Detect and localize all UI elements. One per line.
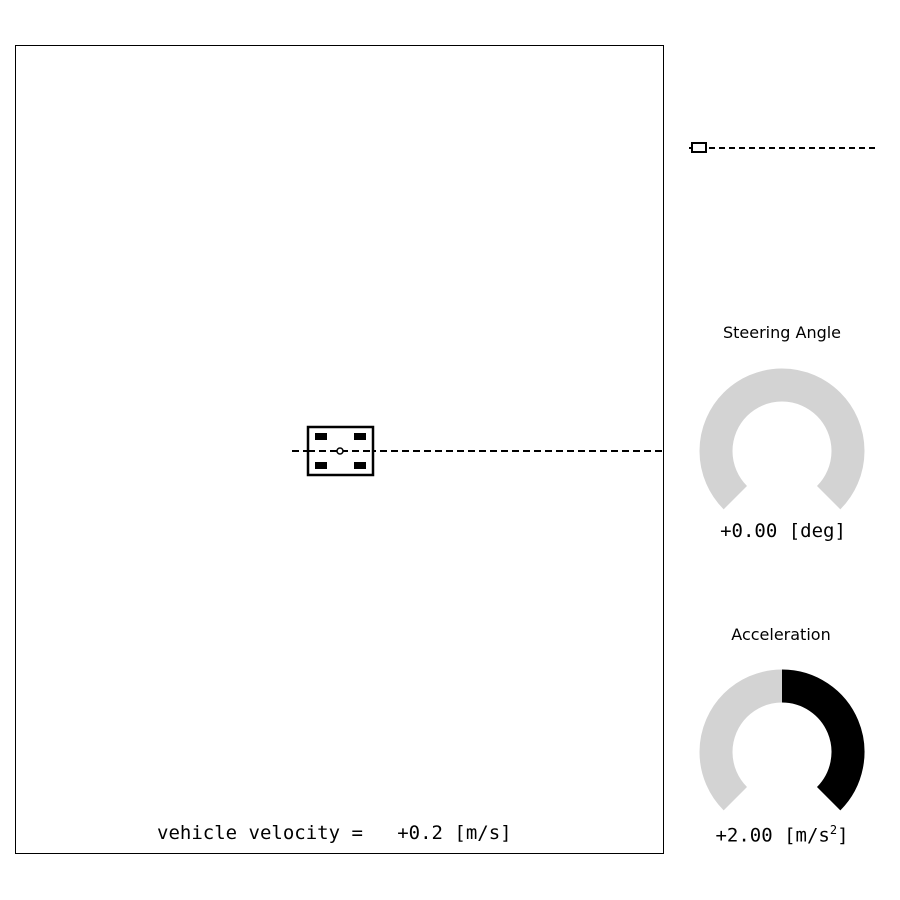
velocity-unit: [m/s] xyxy=(442,822,512,844)
wheel-front-left xyxy=(315,433,327,440)
acceleration-unit-exponent: 2 xyxy=(829,823,838,837)
steering-gauge-value: +0.00 [deg] xyxy=(720,520,846,542)
steering-gauge-track xyxy=(699,368,865,510)
acceleration-gauge-title: Acceleration xyxy=(731,625,831,644)
simulation-view: vehicle velocity = +0.2 [m/s] xyxy=(15,45,665,854)
vehicle-center-marker xyxy=(336,447,344,455)
velocity-value: +0.2 xyxy=(374,822,443,844)
simulation-canvas xyxy=(292,425,665,477)
wheel-rear-left xyxy=(315,462,327,469)
overview-vehicle xyxy=(691,142,707,153)
acceleration-value-text: +2.00 [m/s xyxy=(715,824,830,847)
acceleration-value-close: ] xyxy=(837,824,849,847)
velocity-label: vehicle velocity = xyxy=(157,822,375,844)
steering-gauge-title: Steering Angle xyxy=(722,323,842,342)
acceleration-gauge-value: +2.00 [m/s2] xyxy=(682,823,882,846)
wheel-rear-right xyxy=(354,462,366,469)
wheel-front-right xyxy=(354,433,366,440)
acceleration-gauge-fill xyxy=(781,669,865,811)
velocity-readout: vehicle velocity = +0.2 [m/s] xyxy=(157,822,806,844)
acceleration-gauge-track xyxy=(699,669,865,811)
